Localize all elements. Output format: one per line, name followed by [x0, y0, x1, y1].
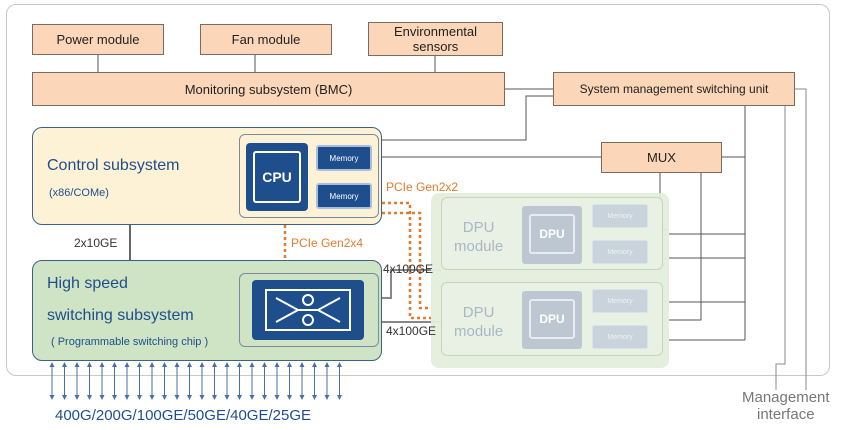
dpu2-chip-label: DPU: [529, 299, 575, 339]
memory-label: Memory: [329, 191, 359, 201]
dpu2-label-2: module: [454, 323, 504, 340]
cpu-label: CPU: [262, 169, 292, 185]
management-label-1: Management: [742, 389, 830, 406]
port-arrow-icon: [249, 362, 255, 400]
mux-box: MUX: [601, 142, 722, 173]
dpu1-memory-1: Memory: [592, 204, 648, 228]
pcie-gen2x2-label: PCIe Gen2x2: [386, 180, 459, 194]
fan-module-box: Fan module: [200, 24, 332, 55]
port-arrow-icon: [224, 362, 230, 400]
memory-chip-2: Memory: [316, 183, 372, 209]
port-arrow-icon: [199, 362, 205, 400]
port-arrows-svg: [49, 362, 342, 400]
management-label-2: interface: [757, 406, 815, 423]
dpu2-label-1: DPU: [462, 304, 495, 321]
port-arrows: [48, 362, 368, 402]
dpu2-chip-icon: DPU: [522, 291, 582, 349]
bmc-box: Monitoring subsystem (BMC): [32, 72, 505, 106]
cpu-group: CPU Memory Memory: [239, 134, 379, 218]
dpu1-label-1: DPU: [462, 219, 495, 236]
environmental-sensors-label: Environmental sensors: [393, 24, 478, 54]
memory-label: Memory: [329, 153, 359, 163]
hs-subtitle: ( Programmable switching chip ): [51, 336, 209, 348]
switch-x-icon: [265, 289, 351, 331]
dpu-module-1: DPU module DPU Memory Memory: [441, 197, 663, 270]
bmc-label: Monitoring subsystem (BMC): [184, 81, 353, 97]
port-arrow-icon: [174, 362, 180, 400]
dpu1-memory-2: Memory: [592, 240, 648, 264]
control-subsystem: Control subsystem (x86/COMe) CPU Memory …: [32, 127, 382, 225]
dpu1-chip-icon: DPU: [522, 206, 582, 264]
link-4x100ge-2-label: 4x100GE: [386, 324, 437, 338]
switch-chip-group: [239, 273, 379, 347]
dpu1-chip-label: DPU: [529, 214, 575, 254]
port-arrow-icon: [99, 362, 105, 400]
port-arrow-icon: [187, 362, 192, 400]
port-arrow-icon: [162, 362, 167, 400]
port-arrow-icon: [312, 362, 317, 400]
control-subsystem-title: Control subsystem: [47, 157, 180, 174]
port-arrow-icon: [112, 362, 117, 400]
hs-title-line2: switching subsystem: [47, 307, 194, 324]
port-arrow-icon: [299, 362, 305, 400]
pcie-gen2x4-label: PCIe Gen2x4: [291, 236, 364, 250]
management-interface-label: Management interface: [742, 389, 830, 423]
fan-module-label: Fan module: [231, 32, 301, 47]
hs-title-line1: High speed: [47, 275, 128, 292]
port-arrow-icon: [212, 362, 217, 400]
control-subsystem-sub: (x86/COMe): [49, 187, 109, 199]
cpu-chip-icon: CPU: [246, 143, 308, 211]
link-4x100ge-1-label: 4x100GE: [383, 262, 434, 276]
memory-chip-1: Memory: [316, 145, 372, 171]
switching-chip-icon: [252, 280, 364, 340]
port-arrow-icon: [262, 362, 267, 400]
system-management-switching-unit-box: System management switching unit: [553, 72, 795, 106]
high-speed-switching-subsystem: High speed switching subsystem ( Program…: [32, 260, 382, 361]
port-arrow-icon: [87, 362, 92, 400]
port-arrow-icon: [274, 362, 280, 400]
port-arrow-icon: [324, 362, 330, 400]
port-arrow-icon: [149, 362, 155, 400]
port-arrow-icon: [137, 362, 142, 400]
port-arrow-icon: [237, 362, 242, 400]
dpu1-label-2: module: [454, 238, 504, 255]
environmental-sensors-box: Environmental sensors: [368, 22, 503, 56]
mux-label: MUX: [647, 150, 676, 165]
dpu2-memory-2: Memory: [592, 325, 648, 349]
link-2x10ge-label: 2x10GE: [74, 236, 118, 250]
port-arrow-icon: [74, 362, 80, 400]
port-arrow-icon: [62, 362, 67, 400]
ports-speed-label: 400G/200G/100GE/50GE/40GE/25GE: [55, 407, 311, 424]
port-arrow-icon: [287, 362, 292, 400]
system-management-label: System management switching unit: [579, 81, 769, 96]
dpu2-memory-1: Memory: [592, 289, 648, 313]
port-arrow-icon: [49, 362, 55, 400]
port-arrow-icon: [124, 362, 130, 400]
power-module-box: Power module: [32, 24, 164, 55]
dpu-module-2: DPU module DPU Memory Memory: [441, 282, 663, 356]
port-arrow-icon: [337, 362, 342, 400]
power-module-label: Power module: [56, 32, 140, 47]
